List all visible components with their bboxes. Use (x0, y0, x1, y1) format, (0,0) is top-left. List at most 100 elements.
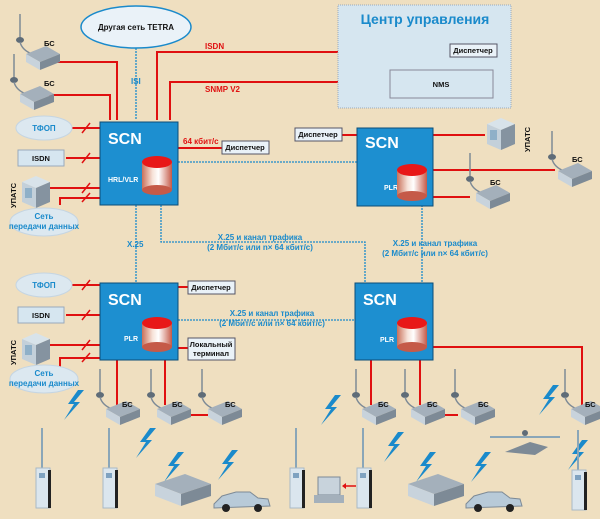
nms-label: NMS (433, 80, 450, 89)
local-terminal-label-2: терминал (193, 349, 229, 358)
computer-terminal[interactable] (314, 476, 356, 503)
data-terminal-2[interactable] (408, 474, 464, 506)
isdn-box-2[interactable]: ISDN (17, 306, 65, 324)
snmp-link-label: SNMP V2 (205, 85, 241, 94)
pstn-label: ТФОП (32, 281, 56, 290)
database-icon (142, 156, 172, 195)
bs-label: БС (490, 178, 501, 187)
radio-waves (64, 385, 588, 482)
blue-links (135, 48, 423, 321)
pstn-cloud-1[interactable]: ТФОП (15, 115, 73, 141)
scn-node-1[interactable]: SCN HRL/VLR (99, 121, 179, 206)
isdn-link-label: ISDN (205, 42, 224, 51)
other-tetra-network[interactable]: Другая сеть TETRA (80, 5, 192, 49)
base-station-top-2[interactable]: БС (9, 53, 55, 111)
bs-label: БС (225, 400, 236, 409)
bs-label: БС (478, 400, 489, 409)
base-station-right-2[interactable]: БС (547, 130, 593, 188)
scn-db-label: PLR (380, 337, 394, 344)
vehicle-2[interactable] (465, 491, 523, 513)
dispatcher-scn1[interactable]: Диспетчер (221, 140, 270, 155)
data-net-label-1: Сеть (35, 369, 54, 378)
data-terminal-1[interactable] (155, 474, 211, 506)
scn-label: SCN (363, 292, 397, 309)
scn-db-label: HRL/VLR (108, 177, 138, 184)
multiplex-marks (81, 122, 91, 363)
base-station-bottom-1[interactable]: БС (95, 368, 141, 426)
isdn-label: ISDN (32, 311, 50, 320)
base-station-bottom-4[interactable]: БС (351, 368, 397, 426)
base-station-bottom-2[interactable]: БС (146, 368, 192, 426)
pbx-3[interactable]: УПАТС (487, 118, 532, 152)
scn-node-3[interactable]: SCN PLR (99, 282, 179, 361)
scn-node-4[interactable]: SCN PLR (354, 282, 434, 361)
x25-label: X.25 (127, 240, 144, 249)
handheld-radio-3[interactable] (289, 427, 306, 509)
pbx-2[interactable]: УПАТС (9, 333, 50, 365)
bs-label: БС (44, 79, 55, 88)
control-center: Центр управления Диспетчер NMS (337, 4, 512, 109)
link-data-scn3 (59, 357, 100, 368)
control-center-title: Центр управления (361, 11, 490, 27)
scn-node-2[interactable]: SCN PLR (356, 127, 434, 207)
radio-wave-icon (218, 450, 238, 480)
database-icon (142, 317, 172, 352)
isdn-box-1[interactable]: ISDN (17, 149, 65, 167)
nms[interactable]: NMS (389, 69, 494, 99)
x25-traffic-label-3a: X.25 и канал трафика (230, 309, 315, 318)
bs-label: БС (44, 39, 55, 48)
local-terminal[interactable]: Локальный терминал (187, 337, 236, 361)
isdn-label: ISDN (32, 154, 50, 163)
base-station-bottom-3[interactable]: БС (197, 368, 243, 426)
red-links (46, 51, 583, 416)
link-scn1-scn4 (160, 205, 366, 283)
link-data-scn1 (59, 197, 100, 205)
bs-label: БС (378, 400, 389, 409)
base-station-bottom-7[interactable]: БС (560, 368, 600, 426)
link-scn4-bs-f (433, 346, 583, 405)
scn-label: SCN (108, 292, 142, 309)
base-station-top-1[interactable]: БС (15, 13, 61, 71)
dispatcher-label: Диспетчер (191, 283, 231, 292)
pstn-cloud-2[interactable]: ТФОП (15, 272, 73, 298)
handheld-radio-4[interactable] (356, 427, 373, 509)
data-network-cloud-2[interactable]: Сеть передачи данных (9, 364, 80, 394)
database-icon (397, 164, 427, 201)
pbx-1[interactable]: УПАТС (9, 176, 50, 208)
handheld-radio-1[interactable] (35, 427, 52, 509)
dispatcher-scn2[interactable]: Диспетчер (294, 127, 343, 142)
x25-traffic-label-1b: (2 Мбит/с или n× 64 кбит/с) (207, 243, 313, 252)
rate-64-label: 64 кбит/с (183, 137, 219, 146)
bs-label: БС (572, 155, 583, 164)
radio-wave-icon (471, 452, 491, 482)
local-terminal-label-1: Локальный (190, 340, 233, 349)
isi-link-label: ISI (131, 77, 141, 86)
dispatcher-label: Диспетчер (298, 130, 338, 139)
vehicle-1[interactable] (213, 491, 271, 513)
scn-label: SCN (365, 135, 399, 152)
radio-wave-icon (136, 428, 156, 458)
link-bs1-scn1 (50, 61, 118, 120)
handheld-radio-2[interactable] (102, 427, 119, 509)
data-network-cloud-1[interactable]: Сеть передачи данных (9, 207, 80, 237)
helicopter[interactable] (490, 430, 560, 455)
radio-wave-icon (384, 432, 404, 462)
data-net-label-1: Сеть (35, 212, 54, 221)
dispatcher-label: Диспетчер (225, 143, 265, 152)
control-dispatcher[interactable]: Диспетчер (449, 43, 498, 58)
pbx-label: УПАТС (9, 182, 18, 208)
bs-label: БС (427, 400, 438, 409)
radio-wave-icon (321, 395, 341, 425)
base-station-right-1[interactable]: БС (465, 152, 511, 210)
dispatcher-scn3[interactable]: Диспетчер (187, 280, 236, 295)
base-station-bottom-6[interactable]: БС (450, 368, 496, 426)
x25-traffic-label-2b: (2 Мбит/с или n× 64 кбит/с) (382, 249, 488, 258)
pbx-label: УПАТС (523, 126, 532, 152)
x25-traffic-label-1a: X.25 и канал трафика (218, 233, 303, 242)
link-snmp-nms (169, 81, 390, 120)
x25-traffic-label-2a: X.25 и канал трафика (393, 239, 478, 248)
bs-label: БС (172, 400, 183, 409)
other-network-label: Другая сеть TETRA (98, 23, 174, 32)
data-net-label-2: передачи данных (9, 222, 80, 231)
base-station-bottom-5[interactable]: БС (400, 368, 446, 426)
